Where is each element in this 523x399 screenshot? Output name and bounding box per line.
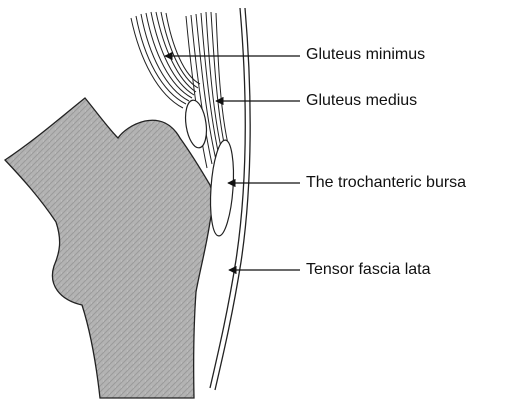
gluteus-minimus-fibers: [131, 12, 200, 108]
label-gluteus-medius: Gluteus medius: [306, 92, 417, 110]
label-trochanteric-bursa: The trochanteric bursa: [306, 174, 466, 192]
small-bursa: [183, 99, 209, 149]
femur-bone: [5, 98, 213, 398]
trochanteric-bursa: [208, 139, 237, 236]
label-gluteus-minimus: Gluteus minimus: [306, 46, 425, 64]
label-tensor-fascia-lata: Tensor fascia lata: [306, 261, 431, 279]
